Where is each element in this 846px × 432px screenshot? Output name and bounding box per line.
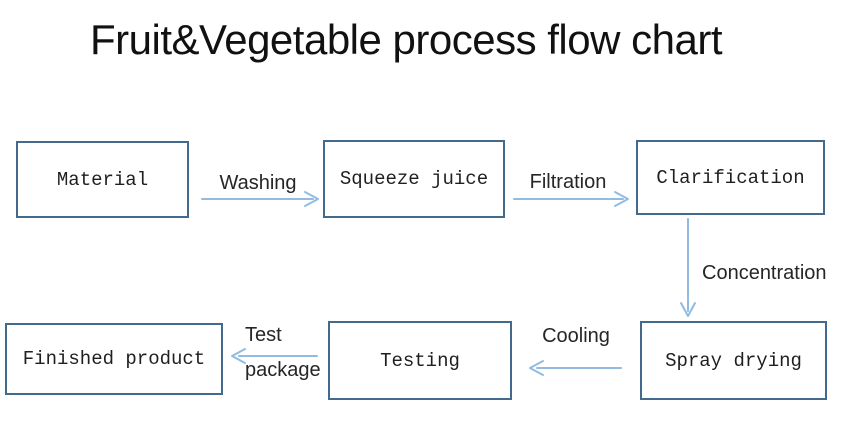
node-label: Clarification xyxy=(656,166,805,189)
node-clarification: Clarification xyxy=(636,140,825,215)
arrowhead-down-icon xyxy=(680,302,696,317)
edge-label-test-line2: package xyxy=(245,359,321,381)
diagram-title: Fruit&Vegetable process flow chart xyxy=(90,16,723,63)
arrowhead-left-icon xyxy=(231,348,246,364)
node-material: Material xyxy=(16,141,189,218)
node-squeeze-juice: Squeeze juice xyxy=(323,140,505,218)
edge-concentration-connector xyxy=(680,218,696,317)
edge-label-concentration: Concentration xyxy=(702,262,827,284)
node-label: Spray drying xyxy=(665,349,802,372)
node-label: Finished product xyxy=(22,348,206,370)
edge-filtration-connector xyxy=(513,191,629,207)
node-label: Material xyxy=(56,168,149,191)
node-label: Testing xyxy=(380,349,460,372)
edge-label-filtration: Filtration xyxy=(529,171,607,193)
node-testing: Testing xyxy=(328,321,512,400)
node-spray-drying: Spray drying xyxy=(640,321,827,400)
node-finished-product: Finished product xyxy=(5,323,223,395)
edge-label-cooling: Cooling xyxy=(542,325,610,347)
node-label: Squeeze juice xyxy=(339,168,489,190)
arrowhead-right-icon xyxy=(614,191,629,207)
edge-label-washing: Washing xyxy=(219,172,297,194)
edge-cooling-connector xyxy=(529,360,622,376)
arrowhead-left-icon xyxy=(529,360,544,376)
edge-label-test-line1: Test xyxy=(245,324,282,346)
